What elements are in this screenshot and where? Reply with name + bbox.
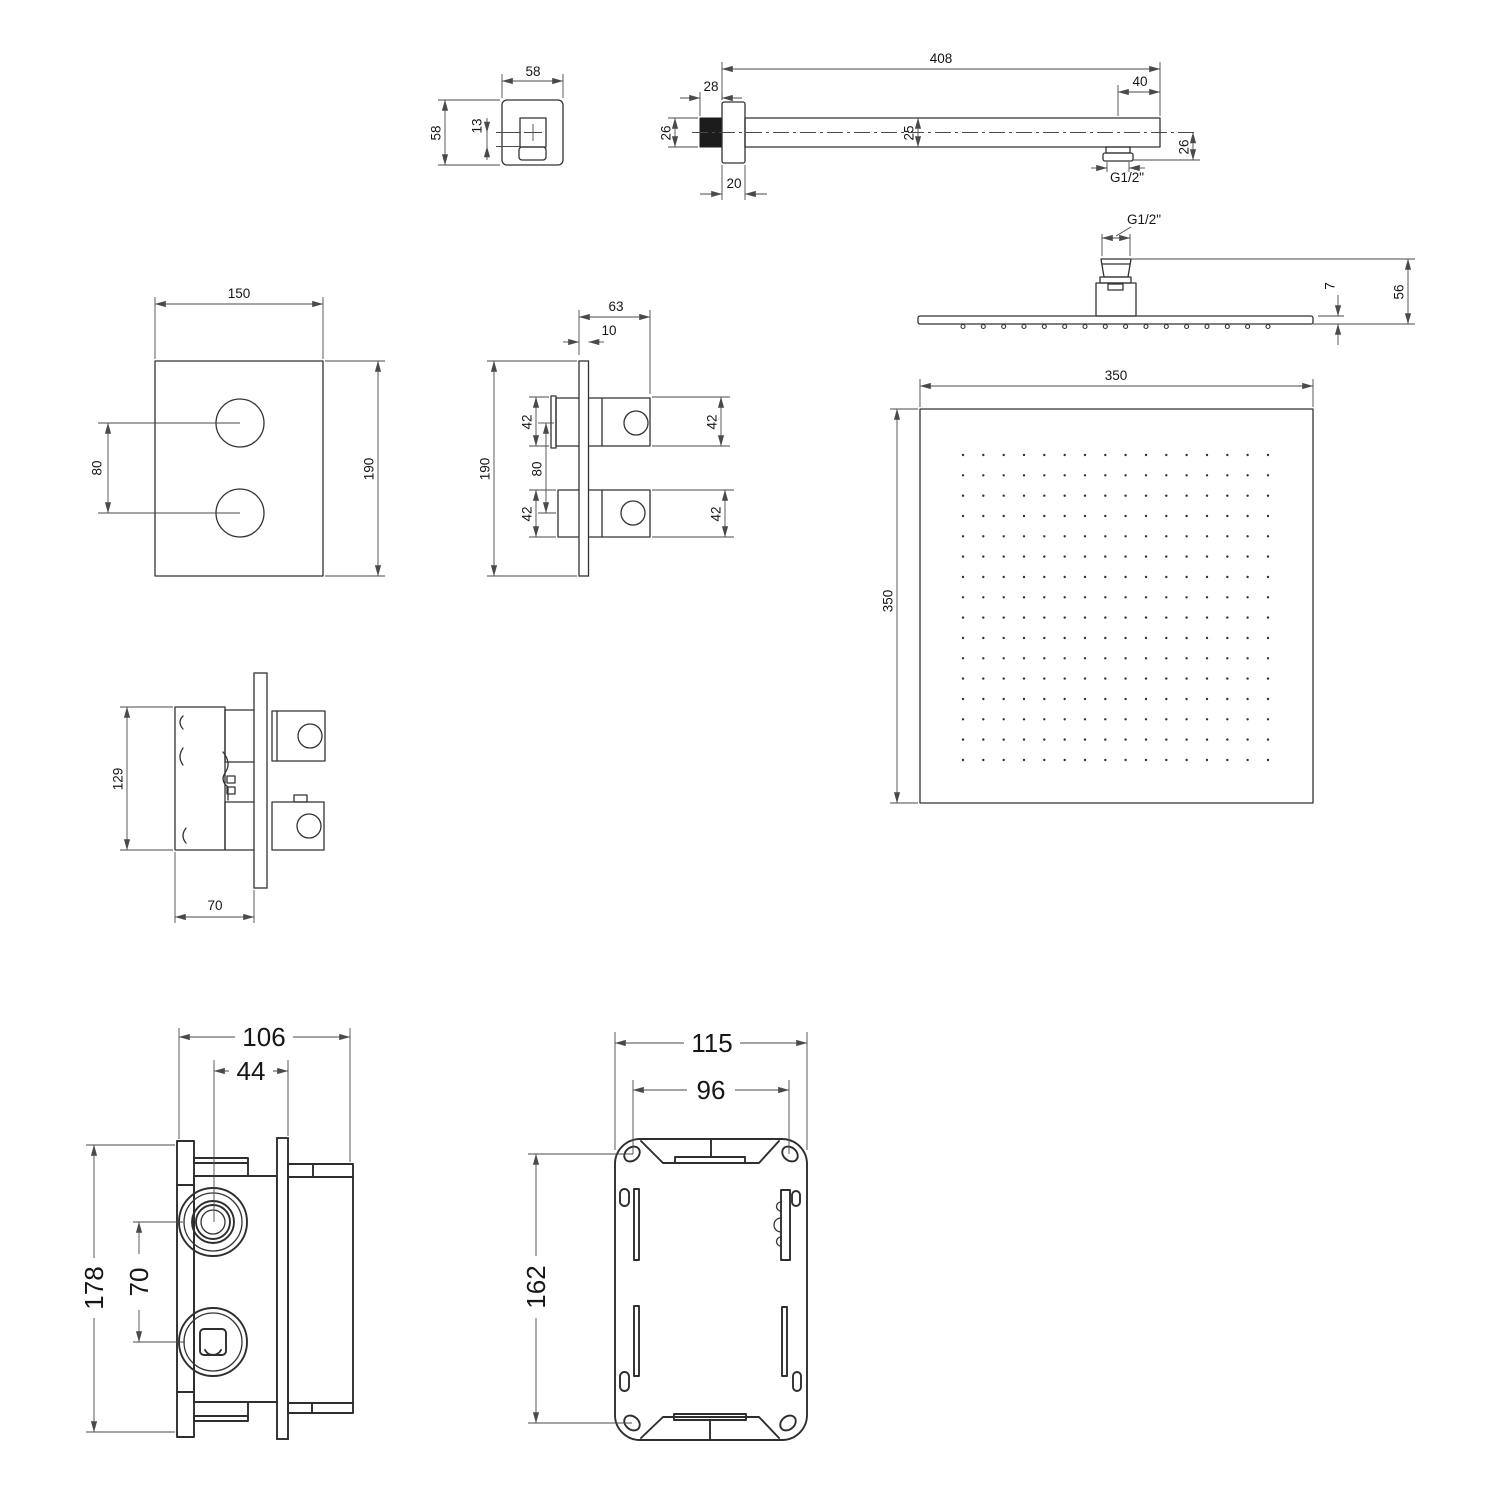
dim-valve-handle-bottom-right: 42 [709,506,724,521]
box-screw-hole-br [779,1414,797,1432]
dim-box-front-width: 115 [691,1028,732,1058]
dim-valve-handle-spacing: 80 [90,460,105,475]
dim-box-height: 178 [79,1266,109,1309]
dim-valve-plate-height: 190 [478,458,493,481]
dim-escutcheon-width: 58 [525,64,540,79]
dim-arm-wall-boss-height: 26 [659,125,674,140]
box-wall-plate [276,1137,289,1440]
head-front-view: 350 350 [881,368,1314,804]
valve-side-handle-ring [550,395,557,449]
shower-arm-view: 408 28 26 40 25 26 20 G1/2" [659,51,1200,200]
dim-head-total-height: 56 [1392,284,1407,299]
box-front-view: 115 96 162 [521,1028,808,1441]
valve-body [174,706,226,851]
valve-side-handle-bottom [557,489,651,538]
dim-valve-body-depth: 70 [207,898,222,913]
dim-arm-outlet-drop: 26 [1177,139,1192,154]
dim-valve-height: 190 [362,458,377,481]
arm-outlet-neck [1105,146,1131,154]
dim-box-port-spacing: 70 [124,1268,154,1297]
dim-escutcheon-spout-offset: 13 [470,118,485,133]
box-screw-hole-tr [781,1145,799,1163]
head-side-view: G1/2" 56 7 [917,212,1415,345]
valve-body-view: 129 70 [111,672,326,923]
dim-escutcheon-height: 58 [429,125,444,140]
dim-arm-length: 408 [930,51,953,66]
head-nozzle-grid [961,453,1270,762]
box-port-bottom [178,1307,248,1377]
head-side-nozzles [960,323,1271,330]
dim-valve-width: 150 [228,286,251,301]
dim-arm-wall-boss-length: 28 [703,79,718,94]
box-latch [780,1189,791,1261]
dim-head-plate-thickness: 7 [1323,282,1338,290]
head-inlet-cap [1100,258,1132,278]
escutcheon-view: 58 58 13 [429,64,564,166]
valve-body-handle-top [271,710,326,762]
dim-valve-body-height: 129 [111,768,126,791]
dim-valve-handle-top-left: 42 [520,414,535,429]
arm-outlet-nut [1102,152,1134,162]
valve-side-handle-top [555,397,651,447]
dim-arm-outlet-thread: G1/2" [1110,170,1144,185]
head-inlet-notch [1107,283,1124,291]
dim-valve-plate-thickness: 10 [601,323,616,338]
dim-box-hole-spacing-v: 162 [521,1265,551,1308]
box-side-view: 106 44 178 70 [79,1022,354,1440]
head-inlet-collar [1099,276,1132,284]
valve-side-plate [578,360,590,577]
dim-valve-handle-depth: 63 [608,299,623,314]
valve-plate-front [154,360,324,577]
head-inlet-base [1095,282,1137,317]
dim-valve-side-handle-spacing: 80 [530,461,545,476]
dim-arm-profile-height: 25 [902,125,917,140]
box-screw-hole-tl [623,1145,641,1163]
box-port-top [178,1187,248,1257]
valve-body-handle-bottom [271,801,325,851]
dim-arm-outlet-to-tip: 40 [1132,74,1147,89]
box-screw-hole-bl [623,1414,641,1432]
box-rear-section [287,1163,354,1414]
dim-valve-handle-top-right: 42 [705,414,720,429]
dim-box-depth: 106 [242,1022,285,1052]
dim-head-width: 350 [1105,368,1128,383]
dim-head-inlet-thread: G1/2" [1127,212,1161,227]
valve-side-view: 63 10 190 42 80 42 42 42 [478,299,734,577]
head-plate-front [919,408,1314,804]
dim-valve-handle-bottom-left: 42 [520,506,535,521]
valve-front-view: 80 150 190 [90,286,385,577]
dim-arm-flange-depth: 20 [726,176,741,191]
head-plate-side [917,315,1314,325]
valve-cartridge-top [224,709,256,763]
valve-cartridge-bottom [224,801,256,851]
dim-head-height: 350 [881,590,896,613]
dim-box-hole-spacing-h: 96 [697,1075,726,1105]
escutcheon-nozzle [518,146,547,161]
dim-box-port-axis-offset: 44 [237,1056,266,1086]
valve-body-plate [253,672,268,889]
box-body-front [614,1138,808,1441]
